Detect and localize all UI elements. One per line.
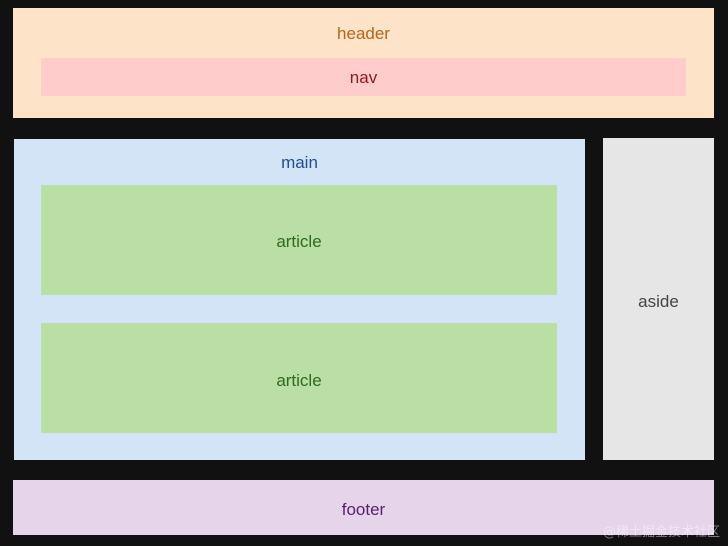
header-label: header	[337, 24, 390, 43]
aside-region: aside	[603, 138, 714, 460]
article-region-2: article	[41, 323, 557, 433]
article-region-1: article	[41, 185, 557, 295]
aside-label: aside	[638, 292, 679, 311]
nav-label: nav	[349, 68, 378, 87]
watermark-text: @稀土掘金技术社区	[602, 525, 720, 540]
main-label: main	[281, 153, 318, 172]
footer-region: footer	[13, 480, 714, 535]
article-label-1: article	[276, 232, 322, 251]
footer-label: footer	[341, 500, 386, 519]
nav-region: nav	[41, 58, 686, 96]
article-label-2: article	[276, 371, 322, 390]
